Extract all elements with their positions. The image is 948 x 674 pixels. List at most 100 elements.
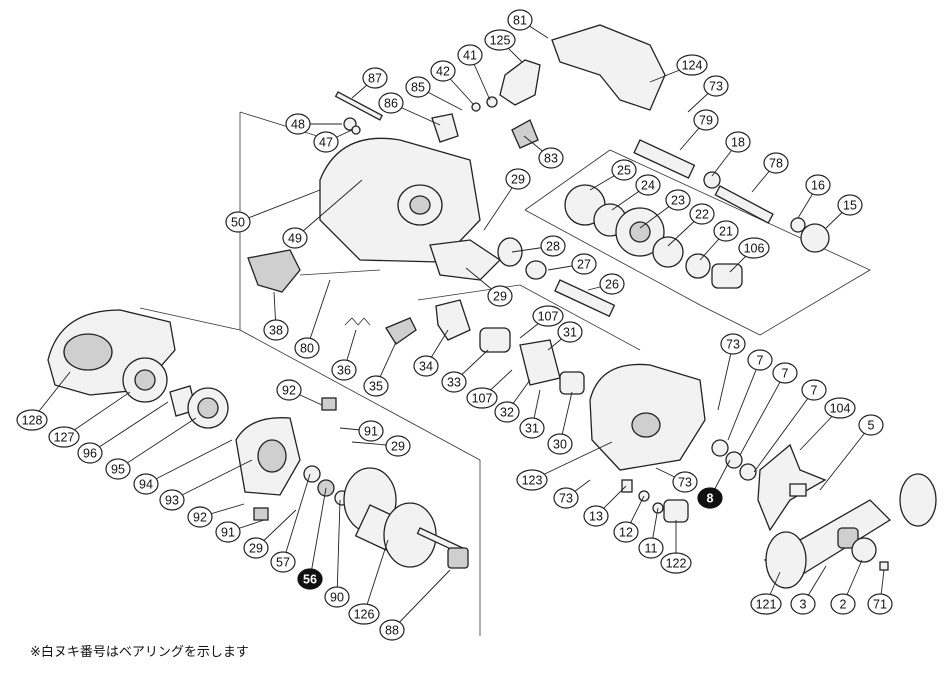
callout-oval (507, 9, 533, 31)
callout-number: 94 (139, 478, 153, 492)
callout-number: 24 (641, 179, 655, 193)
clutch-plate-29 (429, 239, 502, 281)
callout-c73d: 73 (553, 479, 591, 509)
clutch-32 (519, 339, 561, 386)
callout-c41: 41 (457, 44, 491, 101)
sideplate-boss (631, 412, 661, 438)
callout-number: 23 (671, 194, 685, 208)
callout-number: 91 (364, 425, 378, 439)
callout-c48: 48 (285, 113, 342, 135)
callout-oval (48, 426, 80, 448)
callout-oval (297, 568, 323, 590)
handle-assembly (621, 473, 937, 589)
callout-c2: 2 (830, 559, 863, 615)
callout-c85: 85 (405, 76, 463, 111)
callout-oval (358, 420, 384, 442)
pin-shape (334, 91, 384, 121)
callout-oval (824, 397, 856, 419)
leader-line (753, 389, 815, 473)
callout-number: 128 (22, 414, 43, 428)
leader-line (819, 424, 872, 491)
screw-13 (621, 479, 633, 493)
callout-oval (519, 417, 545, 439)
callout-c30: 30 (547, 391, 573, 455)
callout-oval (830, 593, 856, 615)
callout-c92a: 92 (276, 379, 323, 406)
callout-c38: 38 (263, 291, 289, 341)
callout-c107a: 107 (519, 305, 564, 339)
gear-assembly (564, 139, 830, 289)
callout-oval (187, 506, 213, 528)
callout-oval (225, 211, 251, 233)
callout-number: 12 (619, 526, 633, 540)
guide-lines (139, 111, 871, 636)
callout-oval (363, 375, 389, 397)
callout-oval (611, 159, 637, 181)
knob-92-top (321, 397, 337, 411)
callout-c47: 47 (313, 129, 353, 153)
callout-c127: 127 (48, 391, 131, 448)
callout-number: 41 (463, 49, 477, 63)
callout-c11: 11 (638, 507, 664, 559)
callout-c83: 83 (523, 135, 564, 169)
callout-c18: 18 (711, 131, 751, 177)
callout-c21: 21 (699, 220, 739, 261)
callout-number: 30 (553, 438, 567, 452)
callout-oval (672, 471, 698, 493)
callout-c56: 56 (297, 487, 327, 590)
callout-c90: 90 (324, 499, 350, 608)
footnote: ※白ヌキ番号はベアリングを示します (30, 645, 249, 660)
callout-number: 73 (678, 476, 692, 490)
callout-c23: 23 (639, 189, 691, 229)
callout-number: 29 (391, 440, 405, 454)
callout-c33: 33 (441, 349, 489, 393)
callout-c29d: 29 (243, 509, 297, 559)
ring-57 (303, 465, 321, 483)
callout-number: 92 (193, 511, 207, 525)
callout-c7a: 7 (727, 349, 773, 441)
callout-oval (750, 593, 782, 615)
mid-assembly (344, 299, 827, 532)
callout-oval (294, 337, 320, 359)
callout-c93: 93 (159, 459, 253, 511)
spring-36 (344, 317, 371, 326)
cylinder-86 (431, 113, 459, 143)
callout-oval (613, 521, 639, 543)
callout-oval (331, 359, 357, 381)
callout-c121: 121 (750, 571, 782, 615)
callout-number: 91 (221, 526, 235, 540)
nut-122 (663, 499, 689, 523)
callout-oval (105, 458, 131, 480)
callout-oval (494, 401, 520, 423)
callout-c73b: 73 (717, 333, 746, 411)
callout-c73c: 73 (655, 467, 698, 493)
callout-number: 81 (513, 14, 527, 28)
callout-number: 88 (385, 624, 399, 638)
callout-c71: 71 (867, 569, 893, 615)
callout-oval (665, 189, 691, 211)
callout-oval (553, 487, 579, 509)
callout-oval (276, 379, 302, 401)
latch-35 (385, 317, 417, 345)
callout-number: 42 (436, 65, 450, 79)
callout-oval (720, 333, 746, 355)
callout-c91a: 91 (339, 420, 384, 442)
callout-c86: 86 (378, 92, 441, 126)
callout-c95: 95 (105, 417, 197, 480)
callout-oval (77, 442, 103, 464)
leader-line (336, 499, 341, 598)
leader-line (89, 401, 169, 454)
leader-line (739, 372, 786, 456)
ring-28 (497, 237, 523, 267)
callout-oval (385, 435, 411, 457)
leader-line (237, 189, 321, 223)
callout-c29c: 29 (351, 435, 411, 457)
leader-line (145, 439, 233, 485)
callout-c49: 49 (282, 179, 363, 249)
callout-c22: 22 (667, 203, 715, 247)
callout-number: 80 (300, 342, 314, 356)
leader-line (531, 441, 613, 481)
callout-oval (858, 414, 884, 436)
callout-number: 7 (782, 367, 789, 381)
